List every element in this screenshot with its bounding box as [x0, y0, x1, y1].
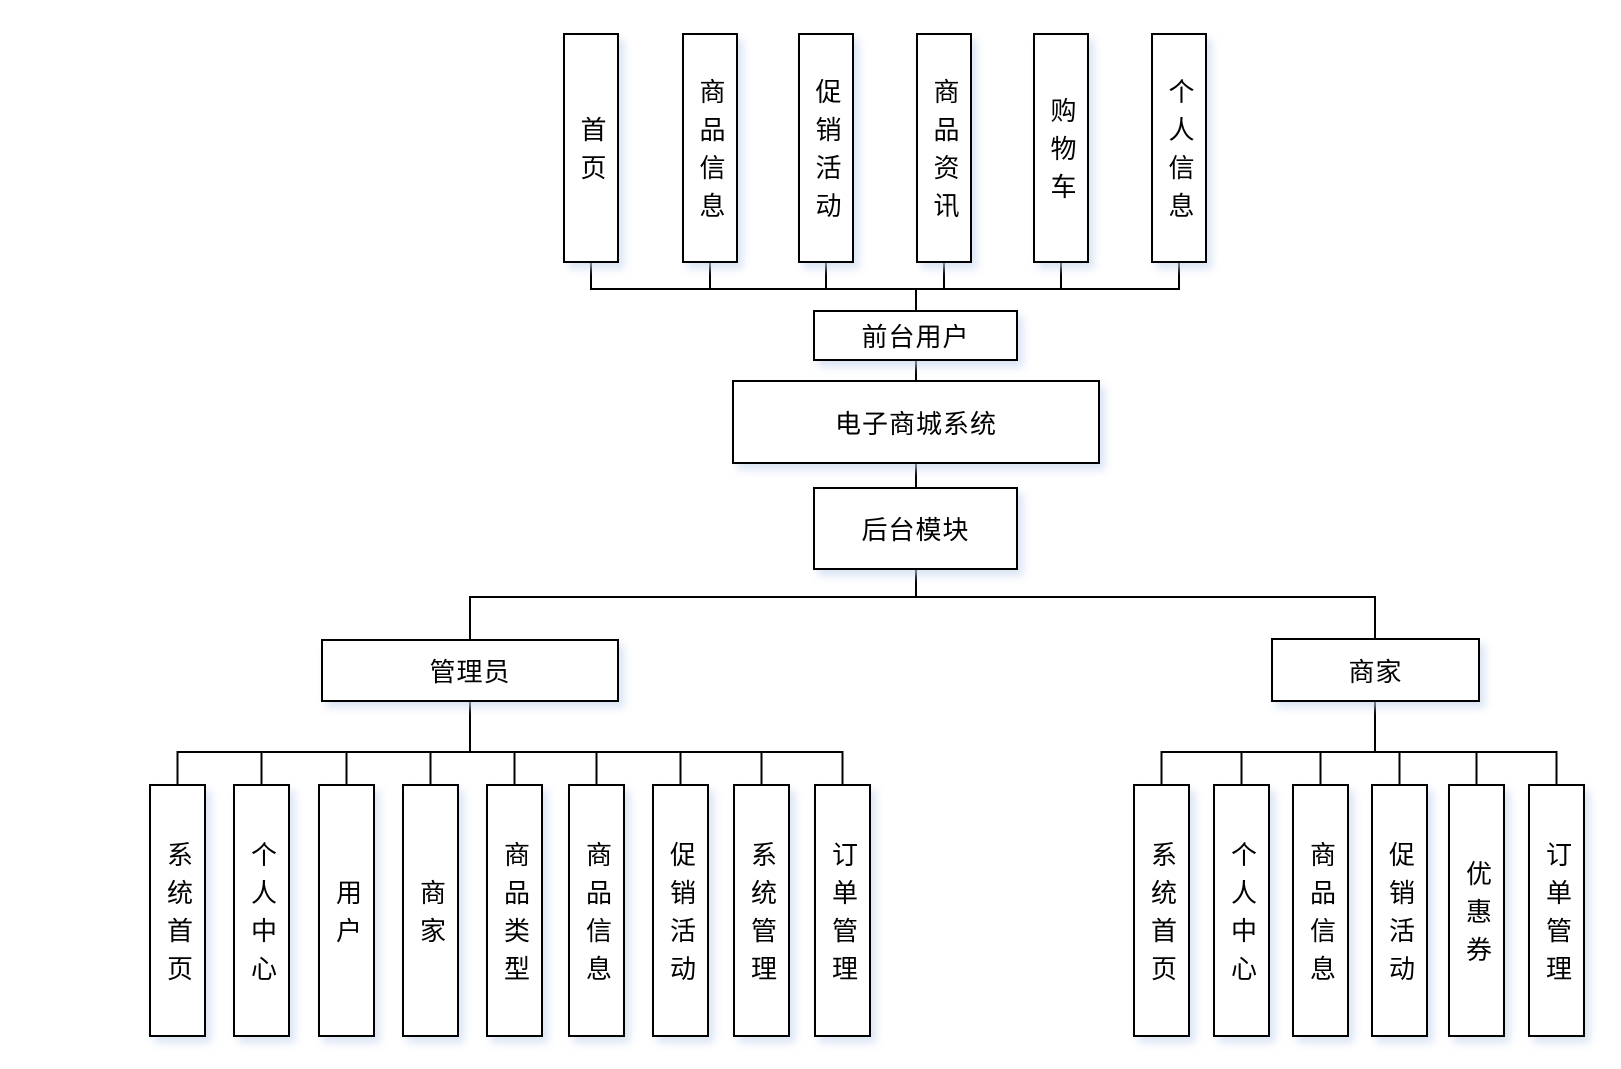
connector-admin-bus [176, 701, 844, 784]
node-front-promotions: 促销活动 [798, 33, 854, 263]
node-front-home: 首页 [563, 33, 619, 263]
connector-merchant-bus [1160, 701, 1558, 784]
node-merchant-system-home: 系统首页 [1133, 784, 1190, 1037]
node-admin-system-home-label: 系统首页 [163, 840, 193, 993]
node-admin-merchants-label: 商家 [416, 878, 446, 955]
node-admin-users: 用户 [318, 784, 375, 1037]
node-admin-order-mgmt: 订单管理 [814, 784, 871, 1037]
node-front-user: 前台用户 [813, 310, 1018, 361]
node-merchant-order-mgmt-label: 订单管理 [1542, 840, 1572, 993]
node-merchant-personal-center: 个人中心 [1213, 784, 1270, 1037]
node-merchant-label: 商家 [1348, 656, 1403, 687]
node-merchant-product-info-label: 商品信息 [1306, 840, 1336, 993]
node-merchant-system-home-label: 系统首页 [1147, 840, 1177, 993]
node-admin-product-info: 商品信息 [568, 784, 625, 1037]
node-merchant-promotions: 促销活动 [1371, 784, 1428, 1037]
node-admin-personal-center-label: 个人中心 [247, 840, 277, 993]
node-backend-module-label: 后台模块 [861, 515, 970, 545]
node-front-product-news-label: 商品资讯 [930, 78, 959, 230]
node-merchant: 商家 [1271, 638, 1480, 702]
connector-front-bus [590, 263, 1180, 310]
node-merchant-promotions-label: 促销活动 [1385, 840, 1415, 993]
node-merchant-coupons-label: 优惠券 [1462, 859, 1492, 974]
node-front-personal-info-label: 个人信息 [1165, 78, 1194, 230]
node-admin-product-info-label: 商品信息 [582, 840, 612, 993]
node-merchant-personal-center-label: 个人中心 [1227, 840, 1257, 993]
node-front-product-info-label: 商品信息 [696, 78, 725, 230]
node-admin-promotions-label: 促销活动 [666, 840, 696, 993]
node-admin-personal-center: 个人中心 [233, 784, 290, 1037]
node-admin-promotions: 促销活动 [652, 784, 709, 1037]
node-front-product-info: 商品信息 [682, 33, 738, 263]
node-admin-system-home: 系统首页 [149, 784, 206, 1037]
node-admin-product-types-label: 商品类型 [500, 840, 530, 993]
node-front-promotions-label: 促销活动 [812, 78, 841, 230]
node-front-personal-info: 个人信息 [1151, 33, 1207, 263]
connector-middle-chain [469, 360, 1376, 639]
node-system-root: 电子商城系统 [732, 380, 1100, 464]
node-front-cart: 购物车 [1033, 33, 1089, 263]
node-front-user-label: 前台用户 [861, 322, 970, 352]
node-admin-merchants: 商家 [402, 784, 459, 1037]
node-admin-system-mgmt: 系统管理 [733, 784, 790, 1037]
node-front-product-news: 商品资讯 [916, 33, 972, 263]
node-admin-product-types: 商品类型 [486, 784, 543, 1037]
node-merchant-coupons: 优惠券 [1448, 784, 1505, 1037]
node-merchant-product-info: 商品信息 [1292, 784, 1349, 1037]
node-backend-module: 后台模块 [813, 487, 1018, 570]
node-admin-system-mgmt-label: 系统管理 [747, 840, 777, 993]
node-admin-users-label: 用户 [332, 878, 362, 955]
node-system-root-label: 电子商城系统 [834, 408, 997, 439]
node-front-cart-label: 购物车 [1047, 97, 1076, 211]
node-admin-order-mgmt-label: 订单管理 [828, 840, 858, 993]
node-front-home-label: 首页 [577, 116, 606, 192]
node-admin: 管理员 [321, 639, 619, 702]
node-admin-label: 管理员 [429, 657, 511, 687]
node-merchant-order-mgmt: 订单管理 [1528, 784, 1585, 1037]
